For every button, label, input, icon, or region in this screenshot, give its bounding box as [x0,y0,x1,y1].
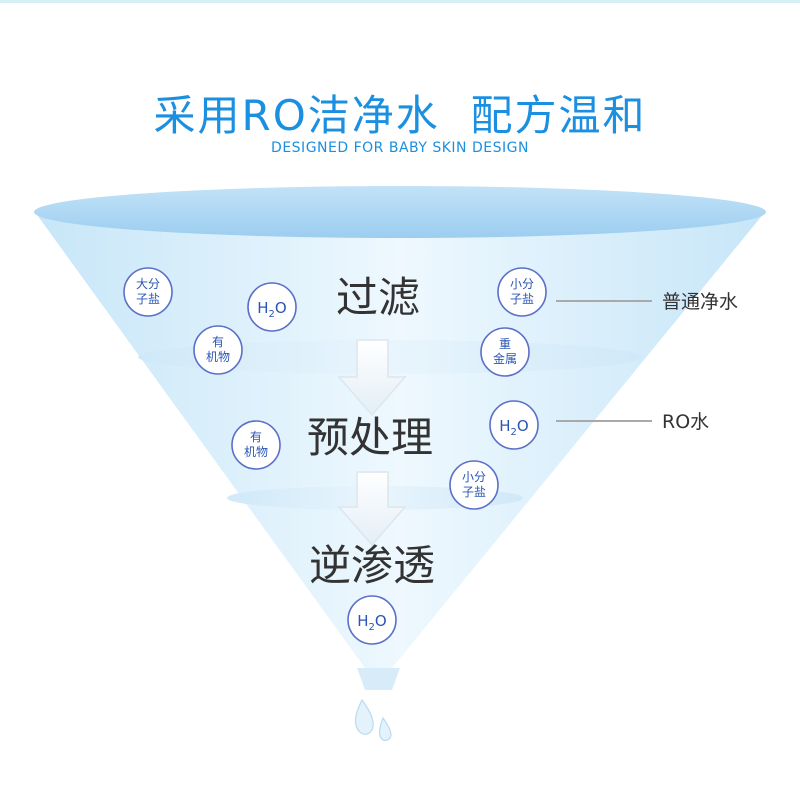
down-arrow-1 [337,339,407,417]
badge-organic-2: 有 机物 [231,420,281,470]
svg-text:有: 有 [250,430,262,444]
svg-text:子盐: 子盐 [136,292,160,306]
badge-organic-1: 有 机物 [193,325,243,375]
badge-small-salt-1: 小分 子盐 [497,267,547,317]
svg-text:H2O: H2O [257,299,286,320]
svg-text:小分: 小分 [510,277,534,291]
funnel-rim [34,186,766,238]
svg-text:金属: 金属 [493,351,517,366]
water-drop-icon [354,698,392,741]
badge-small-salt-2: 小分 子盐 [449,460,499,510]
svg-text:机物: 机物 [244,445,268,459]
stage-label-filtration: 过滤 [336,273,420,322]
badge-h2o-2: H2O [489,400,539,450]
svg-text:机物: 机物 [206,350,230,364]
svg-text:子盐: 子盐 [462,485,486,499]
svg-text:H2O: H2O [357,612,386,633]
svg-text:重: 重 [499,337,511,351]
badge-heavy-metal: 重 金属 [480,327,530,377]
callout-ro-water: RO水 [662,411,709,433]
svg-text:有: 有 [212,335,224,349]
badge-h2o-1: H2O [247,282,297,332]
svg-text:子盐: 子盐 [510,292,534,306]
badge-large-salt: 大分 子盐 [123,267,173,317]
down-arrow-2 [337,471,407,547]
funnel-spout [357,668,400,690]
top-divider [0,0,800,3]
stage-label-pretreatment: 预处理 [307,413,433,462]
stage-label-reverse-osmosis: 逆渗透 [309,541,435,590]
callout-ordinary-water: 普通净水 [662,291,738,313]
svg-text:大分: 大分 [136,277,160,291]
badge-h2o-3: H2O [347,595,397,645]
page-subtitle: DESIGNED FOR BABY SKIN DESIGN [271,140,529,156]
page-title: 采用RO洁净水 配方温和 [153,91,647,140]
svg-text:小分: 小分 [462,470,486,484]
svg-text:H2O: H2O [499,417,528,438]
